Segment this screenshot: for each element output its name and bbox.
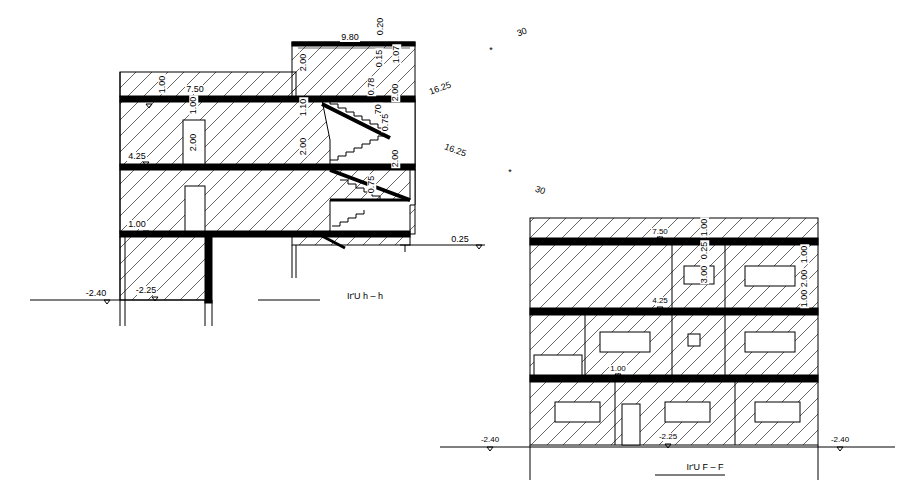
dimension-label: 0.25	[701, 240, 710, 260]
dimension-label: *	[507, 168, 513, 177]
dimension-label: 4.25	[651, 297, 669, 305]
dimension-label: 4.25	[127, 152, 147, 161]
dimension-label: 9.80	[340, 33, 360, 42]
dimension-label: 2.00	[801, 268, 810, 288]
dimension-label: 1.00	[127, 220, 147, 229]
dimension-label: 2.00	[300, 52, 309, 72]
dimension-label: 3.00	[701, 264, 710, 284]
dimension-label: 1.00	[190, 95, 199, 115]
dimension-label: 30	[533, 184, 547, 197]
dimension-label: -2.40	[830, 436, 850, 444]
section-f	[440, 218, 895, 480]
section-title: Ir'U F – F	[685, 463, 724, 472]
dimension-label: 1.00	[159, 74, 168, 94]
dimension-label: 0.25	[450, 235, 470, 244]
dimension-label: 1.00	[801, 244, 810, 264]
dimension-label: -2.25	[658, 433, 678, 441]
dimension-label: 7.50	[651, 228, 669, 236]
dimension-label: -2.40	[480, 436, 500, 444]
dimension-label: 1.10	[300, 97, 309, 117]
dimension-label: 1.07	[393, 44, 402, 64]
dimension-label: 7.50	[185, 85, 205, 94]
dimension-label: 0.20	[377, 16, 386, 36]
dimension-label: 1.00	[609, 365, 627, 373]
dimension-label: 1.00	[701, 217, 710, 237]
dimension-label: -2.40	[85, 289, 108, 298]
dimension-label: 1.00	[801, 288, 810, 308]
dimension-label: 16.25	[442, 142, 468, 159]
dimension-label: 2.00	[300, 136, 309, 156]
dimension-label: 2.00	[190, 132, 199, 152]
dimension-label: *	[488, 46, 494, 55]
dimension-label: 2.00	[392, 82, 401, 102]
dimension-label: 0.75	[368, 174, 377, 194]
dimension-label: 2.00	[392, 148, 401, 168]
dimension-label: 0.75	[382, 112, 391, 132]
dimension-label: 16.25	[427, 80, 453, 97]
dimension-label: 0.15	[376, 48, 385, 68]
section-title: Ir'U h – h	[346, 292, 384, 301]
section-h	[30, 42, 485, 326]
dimension-label: -2.25	[135, 286, 158, 295]
dimension-label: 30	[515, 26, 529, 39]
dimension-label: 0.78	[368, 76, 377, 96]
